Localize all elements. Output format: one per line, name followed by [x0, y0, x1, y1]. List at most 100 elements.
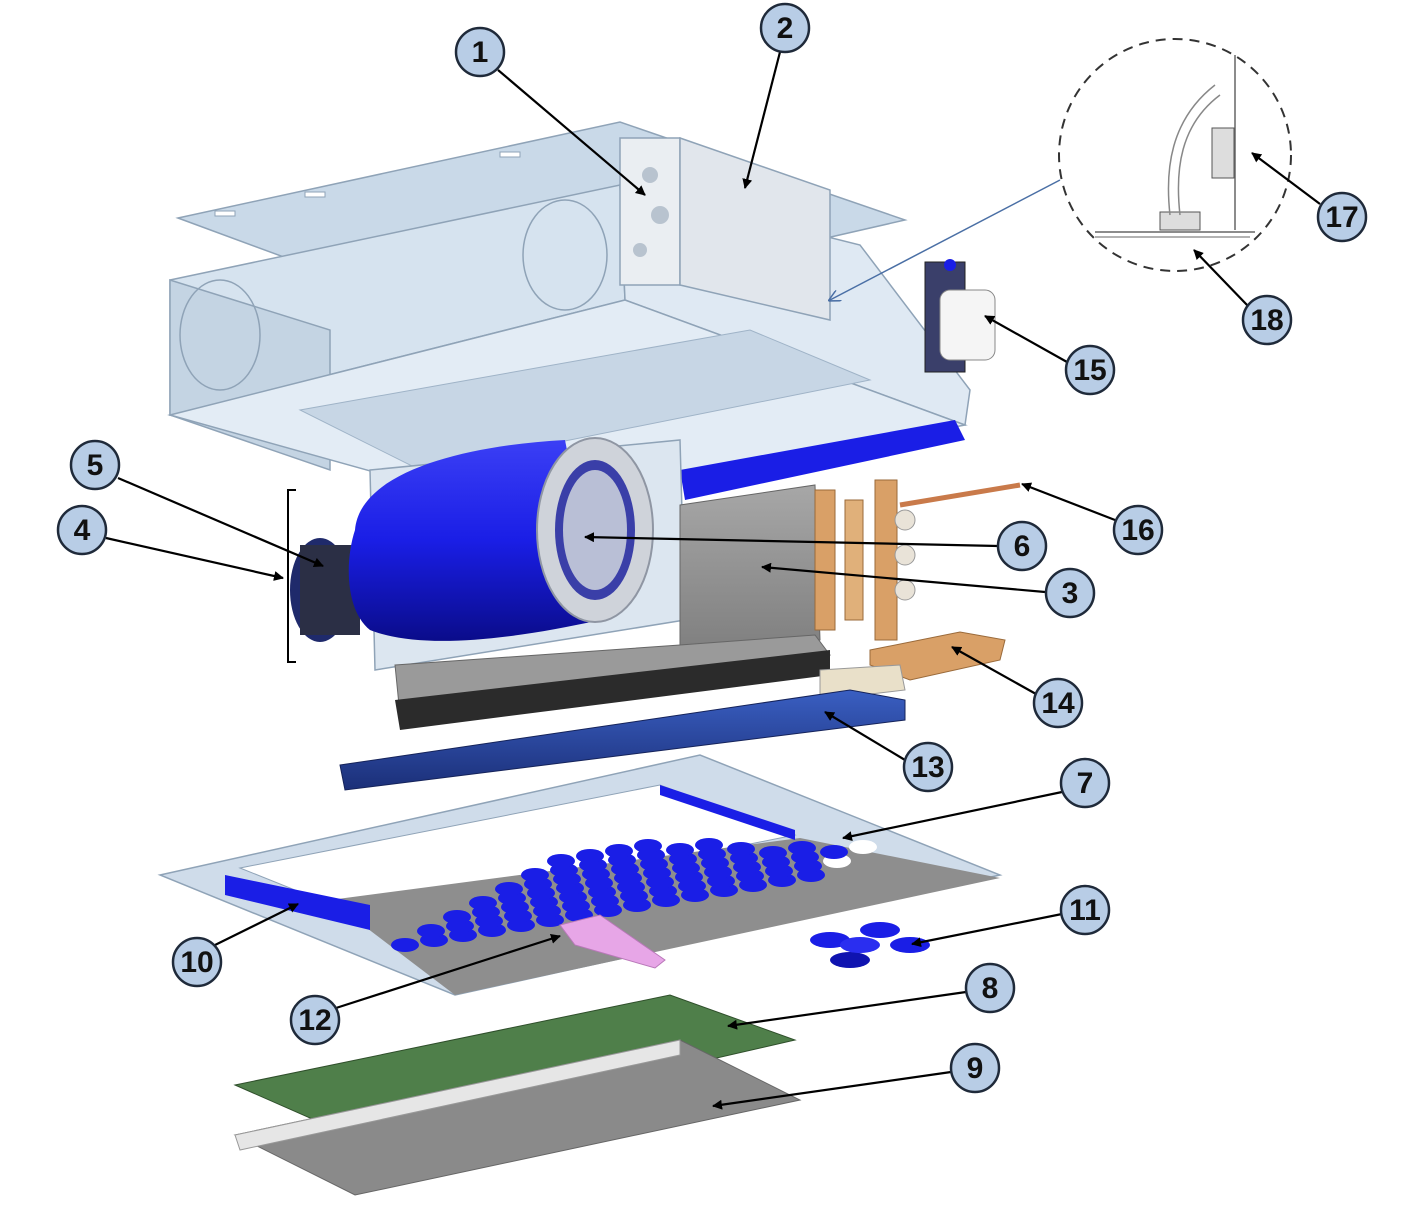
- callout-label: 2: [777, 12, 794, 45]
- callout-label: 18: [1250, 304, 1283, 337]
- callout-circle: [1241, 294, 1293, 346]
- callout-10: 10: [171, 936, 223, 988]
- callout-circle: [56, 504, 108, 556]
- leader-line-15: [984, 315, 1068, 363]
- callout-17: 17: [1316, 191, 1368, 243]
- detail-pointer: [830, 179, 1061, 300]
- callout-circle: [759, 2, 811, 54]
- bracket-4: [287, 489, 296, 663]
- plug-set: [810, 922, 930, 968]
- leader-lines: [105, 51, 1321, 1110]
- perforation-hole: [788, 841, 816, 855]
- callout-label: 9: [967, 1052, 984, 1085]
- perforation-hole: [849, 840, 877, 854]
- callout-label: 7: [1077, 767, 1094, 800]
- callout-circle: [171, 936, 223, 988]
- perforation-hole: [469, 896, 497, 910]
- leader-line-18: [1193, 249, 1249, 307]
- callout-label: 4: [74, 514, 91, 547]
- leader-line-14: [951, 646, 1037, 695]
- leader-line-6: [584, 532, 999, 548]
- leader-line-17: [1251, 152, 1321, 205]
- callout-14: 14: [1032, 677, 1084, 729]
- perforation-hole: [759, 846, 787, 860]
- callout-8: 8: [964, 962, 1016, 1014]
- callout-12: 12: [289, 994, 341, 1046]
- condensate-pump: [924, 259, 996, 373]
- callout-6: 6: [996, 520, 1048, 572]
- callout-16: 16: [1112, 504, 1164, 556]
- leader-line-12: [335, 933, 561, 1010]
- callout-circle: [1316, 191, 1368, 243]
- grille-panel: [233, 1039, 802, 1196]
- leader-line-5: [117, 476, 324, 568]
- leader-line-2: [742, 51, 782, 189]
- coil: [394, 479, 1021, 730]
- callout-7: 7: [1059, 757, 1111, 809]
- perforation-hole: [820, 845, 848, 859]
- callout-2: 2: [759, 2, 811, 54]
- callout-circle: [1059, 884, 1111, 936]
- perforation-hole: [495, 882, 523, 896]
- callout-circle: [69, 439, 121, 491]
- leader-line-9: [712, 1070, 952, 1110]
- callout-circle: [1044, 567, 1096, 619]
- perforation-hole: [605, 844, 633, 858]
- perforation-hole: [443, 910, 471, 924]
- leader-line-7: [842, 790, 1063, 842]
- callout-13: 13: [902, 741, 954, 793]
- callout-label: 8: [982, 972, 999, 1005]
- callout-label: 13: [911, 751, 944, 784]
- callout-circle: [996, 520, 1048, 572]
- callout-1: 1: [454, 26, 506, 78]
- perforation-hole: [695, 838, 723, 852]
- leader-line-13: [824, 711, 906, 761]
- callout-4: 4: [56, 504, 108, 556]
- callout-18: 18: [1241, 294, 1293, 346]
- blower-assembly: [290, 437, 686, 671]
- callout-circle: [1112, 504, 1164, 556]
- leader-line-4: [105, 536, 284, 581]
- bottom-panel: [157, 754, 1003, 996]
- callout-circle: [454, 26, 506, 78]
- leader-line-1: [497, 69, 646, 196]
- callout-circle: [1064, 344, 1116, 396]
- perforation-hole: [666, 843, 694, 857]
- callout-label: 1: [472, 36, 489, 69]
- perforation-holes: [391, 838, 877, 952]
- leader-line-11: [911, 912, 1063, 948]
- callout-3: 3: [1044, 567, 1096, 619]
- callout-label: 6: [1014, 530, 1031, 563]
- leader-line-8: [727, 990, 967, 1030]
- detail-inset: [1058, 38, 1292, 272]
- leader-line-3: [761, 562, 1046, 594]
- perforation-hole: [391, 938, 419, 952]
- callout-circle: [289, 994, 341, 1046]
- perforation-hole: [727, 842, 755, 856]
- leader-line-10: [214, 903, 299, 946]
- callout-label: 17: [1325, 201, 1358, 234]
- callout-label: 10: [180, 946, 213, 979]
- callout-label: 15: [1073, 354, 1106, 387]
- callout-11: 11: [1059, 884, 1111, 936]
- callout-label: 14: [1041, 687, 1075, 720]
- callout-9: 9: [949, 1042, 1001, 1094]
- callout-circle: [902, 741, 954, 793]
- callout-circle: [1032, 677, 1084, 729]
- perforation-hole: [634, 839, 662, 853]
- callout-5: 5: [69, 439, 121, 491]
- aux-drain-pan: [869, 631, 1006, 681]
- callout-label: 3: [1062, 577, 1079, 610]
- callout-label: 12: [298, 1004, 331, 1037]
- callout-label: 16: [1121, 514, 1154, 547]
- housing: [167, 121, 971, 511]
- perforation-hole: [521, 868, 549, 882]
- callout-circle: [964, 962, 1016, 1014]
- callout-label: 11: [1069, 894, 1101, 927]
- leader-line-16: [1021, 482, 1116, 522]
- callout-circle: [949, 1042, 1001, 1094]
- callout-circle: [1059, 757, 1111, 809]
- callout-15: 15: [1064, 344, 1116, 396]
